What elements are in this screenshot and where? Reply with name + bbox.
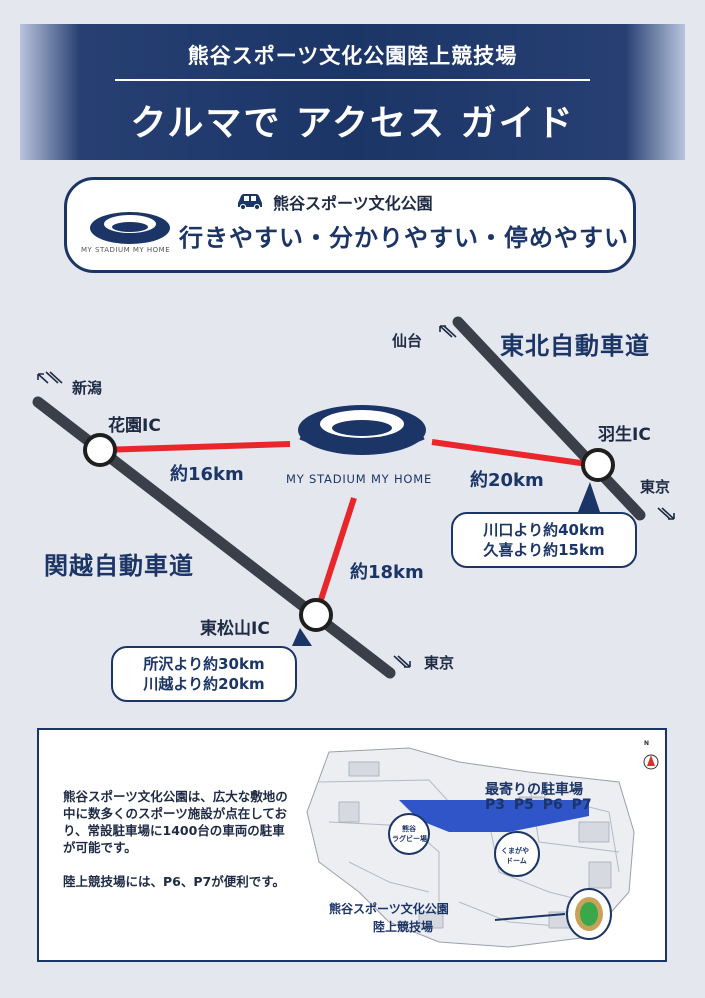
kanetsu-bubble-line2: 川越より約20km xyxy=(143,675,265,693)
athletics-stadium-icon xyxy=(566,888,612,940)
distance-higashimatsuyama: 約18km xyxy=(350,562,424,583)
kanetsu-distance-bubble: 所沢より約30km 川越より約20km xyxy=(111,646,297,702)
hanyu-ic-label: 羽生IC xyxy=(598,425,651,445)
dome-label-2: ドーム xyxy=(506,857,527,865)
stadium-label-1: 熊谷スポーツ文化公園 xyxy=(329,902,449,916)
info-paragraph-1: 熊谷スポーツ文化公園は、広大な敷地の中に数多くのスポーツ施設が点在しており、常設… xyxy=(63,789,288,855)
stadium-label-2: 陸上競技場 xyxy=(373,920,434,934)
connector-hanazono xyxy=(99,441,291,453)
header-divider xyxy=(115,79,590,81)
car-icon xyxy=(238,194,262,210)
rugby-label-1: 熊谷 xyxy=(402,825,416,833)
direction-arrow-niigata-icon xyxy=(37,371,63,384)
bubble-pointer-kanetsu xyxy=(292,628,312,646)
distance-hanazono: 約16km xyxy=(170,464,244,485)
center-logo-text: MY STADIUM MY HOME xyxy=(286,472,433,486)
hanazono-ic-label: 花園IC xyxy=(108,416,161,436)
slogan-box: MY STADIUM MY HOME 熊谷スポーツ文化公園 行きやすい・分かりや… xyxy=(64,177,636,273)
tohoku-expressway-label: 東北自動車道 xyxy=(500,332,650,360)
info-paragraph-2: 陸上競技場には、P6、P7が便利です。 xyxy=(63,874,285,889)
direction-sendai-label: 仙台 xyxy=(392,332,423,350)
bubble-pointer-tohoku xyxy=(578,482,600,512)
tohoku-bubble-line2: 久喜より約15km xyxy=(483,541,605,559)
slogan-logo-text: MY STADIUM MY HOME xyxy=(81,246,171,254)
tohoku-bubble-line1: 川口より約40km xyxy=(483,521,605,539)
dome-marker xyxy=(494,831,540,877)
direction-tokyo-tohoku-label: 東京 xyxy=(640,478,671,496)
rugby-stadium-marker xyxy=(388,813,430,855)
park-mini-map: N 最寄りの駐車場 P3 P5 P6 P7 熊谷 ラグビー場 くまがや ドーム … xyxy=(289,740,659,956)
direction-arrow-sendai-icon xyxy=(439,325,457,338)
info-text: 熊谷スポーツ文化公園は、広大な敷地の中に数多くのスポーツ施設が点在しており、常設… xyxy=(63,788,289,907)
distance-hanyu: 約20km xyxy=(470,470,544,491)
direction-arrow-tokyo-tohoku-icon xyxy=(657,507,675,520)
direction-niigata-label: 新潟 xyxy=(72,379,103,397)
hanazono-ic-marker xyxy=(83,433,117,467)
tohoku-distance-bubble: 川口より約40km 久喜より約15km xyxy=(451,512,637,568)
parking-highlight xyxy=(399,800,589,832)
north-arrow-icon xyxy=(643,754,659,770)
higashimatsuyama-ic-label: 東松山IC xyxy=(200,619,270,639)
higashimatsuyama-ic-marker xyxy=(299,598,333,632)
kanetsu-bubble-line1: 所沢より約30km xyxy=(143,655,265,673)
park-map-drawing xyxy=(306,747,659,948)
parking-info-box: 熊谷スポーツ文化公園は、広大な敷地の中に数多くのスポーツ施設が点在しており、常設… xyxy=(37,728,667,962)
rugby-label-2: ラグビー場 xyxy=(392,835,427,843)
page-header: 熊谷スポーツ文化公園陸上競技場 クルマで アクセス ガイド xyxy=(20,24,685,160)
center-stadium-logo-icon xyxy=(298,405,426,455)
parking-title: 最寄りの駐車場 xyxy=(485,782,583,798)
header-subtitle: 熊谷スポーツ文化公園陸上競技場 xyxy=(187,44,518,68)
north-label: N xyxy=(644,740,650,747)
tohoku-road xyxy=(452,316,646,521)
kanetsu-expressway-label: 関越自動車道 xyxy=(44,552,194,580)
slogan-tagline: 行きやすい・分かりやすい・停めやすい xyxy=(179,224,629,252)
header-title: クルマで アクセス ガイド xyxy=(130,103,575,144)
park-name: 熊谷スポーツ文化公園 xyxy=(273,194,433,213)
road-map xyxy=(32,316,675,679)
hanyu-ic-marker xyxy=(581,448,615,482)
dome-label-1: くまがや xyxy=(501,847,529,855)
parking-list: P3 P5 P6 P7 xyxy=(485,797,592,813)
connector-higashimatsuyama xyxy=(314,497,357,613)
direction-tokyo-kanetsu-label: 東京 xyxy=(424,654,455,672)
direction-arrow-tokyo-kanetsu-icon xyxy=(393,655,411,668)
stadium-logo-icon xyxy=(90,212,170,244)
connector-hanyu xyxy=(431,439,596,468)
